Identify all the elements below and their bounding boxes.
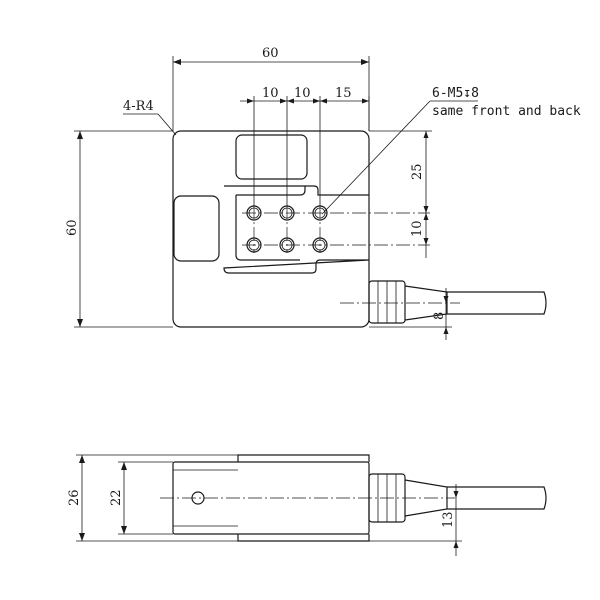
arrow: [453, 491, 459, 498]
side-view: 26 22 13: [67, 454, 547, 556]
pitch-dim-label-1: 10: [262, 86, 279, 101]
cable: [447, 291, 547, 315]
arrow: [443, 327, 449, 334]
offset-dim-label: 15: [335, 86, 352, 101]
height-dim-label: 60: [65, 219, 80, 236]
arrow: [79, 455, 85, 463]
arrow: [247, 98, 254, 104]
arrow: [361, 59, 369, 65]
arrow: [121, 526, 127, 534]
arrow: [443, 296, 449, 303]
cable-taper-side: [404, 479, 448, 517]
arrow: [173, 59, 181, 65]
arrow: [121, 462, 127, 470]
vertical-offset-label: 25: [410, 163, 425, 180]
side-bottom-plate: [237, 534, 370, 542]
arrow: [287, 98, 294, 104]
top-view: 60 10 10 15 60 25 10: [65, 46, 581, 340]
arrow: [77, 131, 83, 139]
arrow: [453, 541, 459, 548]
arrow: [79, 533, 85, 541]
arrow: [423, 238, 429, 245]
cable-offset-label: 8: [432, 312, 447, 320]
corner-leader: [157, 113, 177, 136]
flexure-inner-path: [235, 186, 306, 261]
width-dim-label: 60: [262, 46, 279, 61]
body-height-label: 22: [109, 489, 124, 506]
flexure-outline: [223, 185, 370, 274]
thread-note-sub: same front and back: [432, 104, 581, 119]
arrow: [423, 213, 429, 220]
side-top-plate: [237, 454, 370, 462]
corner-radius-note: 4-R4: [123, 99, 154, 114]
arrow: [423, 206, 429, 213]
cable-side: [447, 486, 547, 510]
arrow: [77, 319, 83, 327]
cable-assembly-side: [368, 473, 547, 523]
cable-assembly-top: [340, 280, 547, 324]
arrow: [320, 98, 327, 104]
thread-note: 6-M5↧8: [432, 86, 479, 101]
thread-note-leader: [325, 100, 431, 211]
thread-note-leader-2: [321, 209, 327, 215]
sensor-body-outline: [172, 130, 370, 328]
arrow: [362, 98, 369, 104]
arrow: [423, 131, 429, 138]
cable-side-offset-label: 13: [441, 511, 456, 528]
row-pitch-label: 10: [410, 220, 425, 237]
left-pocket: [173, 195, 220, 262]
total-height-label: 26: [67, 489, 82, 506]
pitch-dim-label-2: 10: [294, 86, 311, 101]
arrow: [313, 98, 320, 104]
arrow: [280, 98, 287, 104]
upper-slot: [235, 134, 308, 180]
